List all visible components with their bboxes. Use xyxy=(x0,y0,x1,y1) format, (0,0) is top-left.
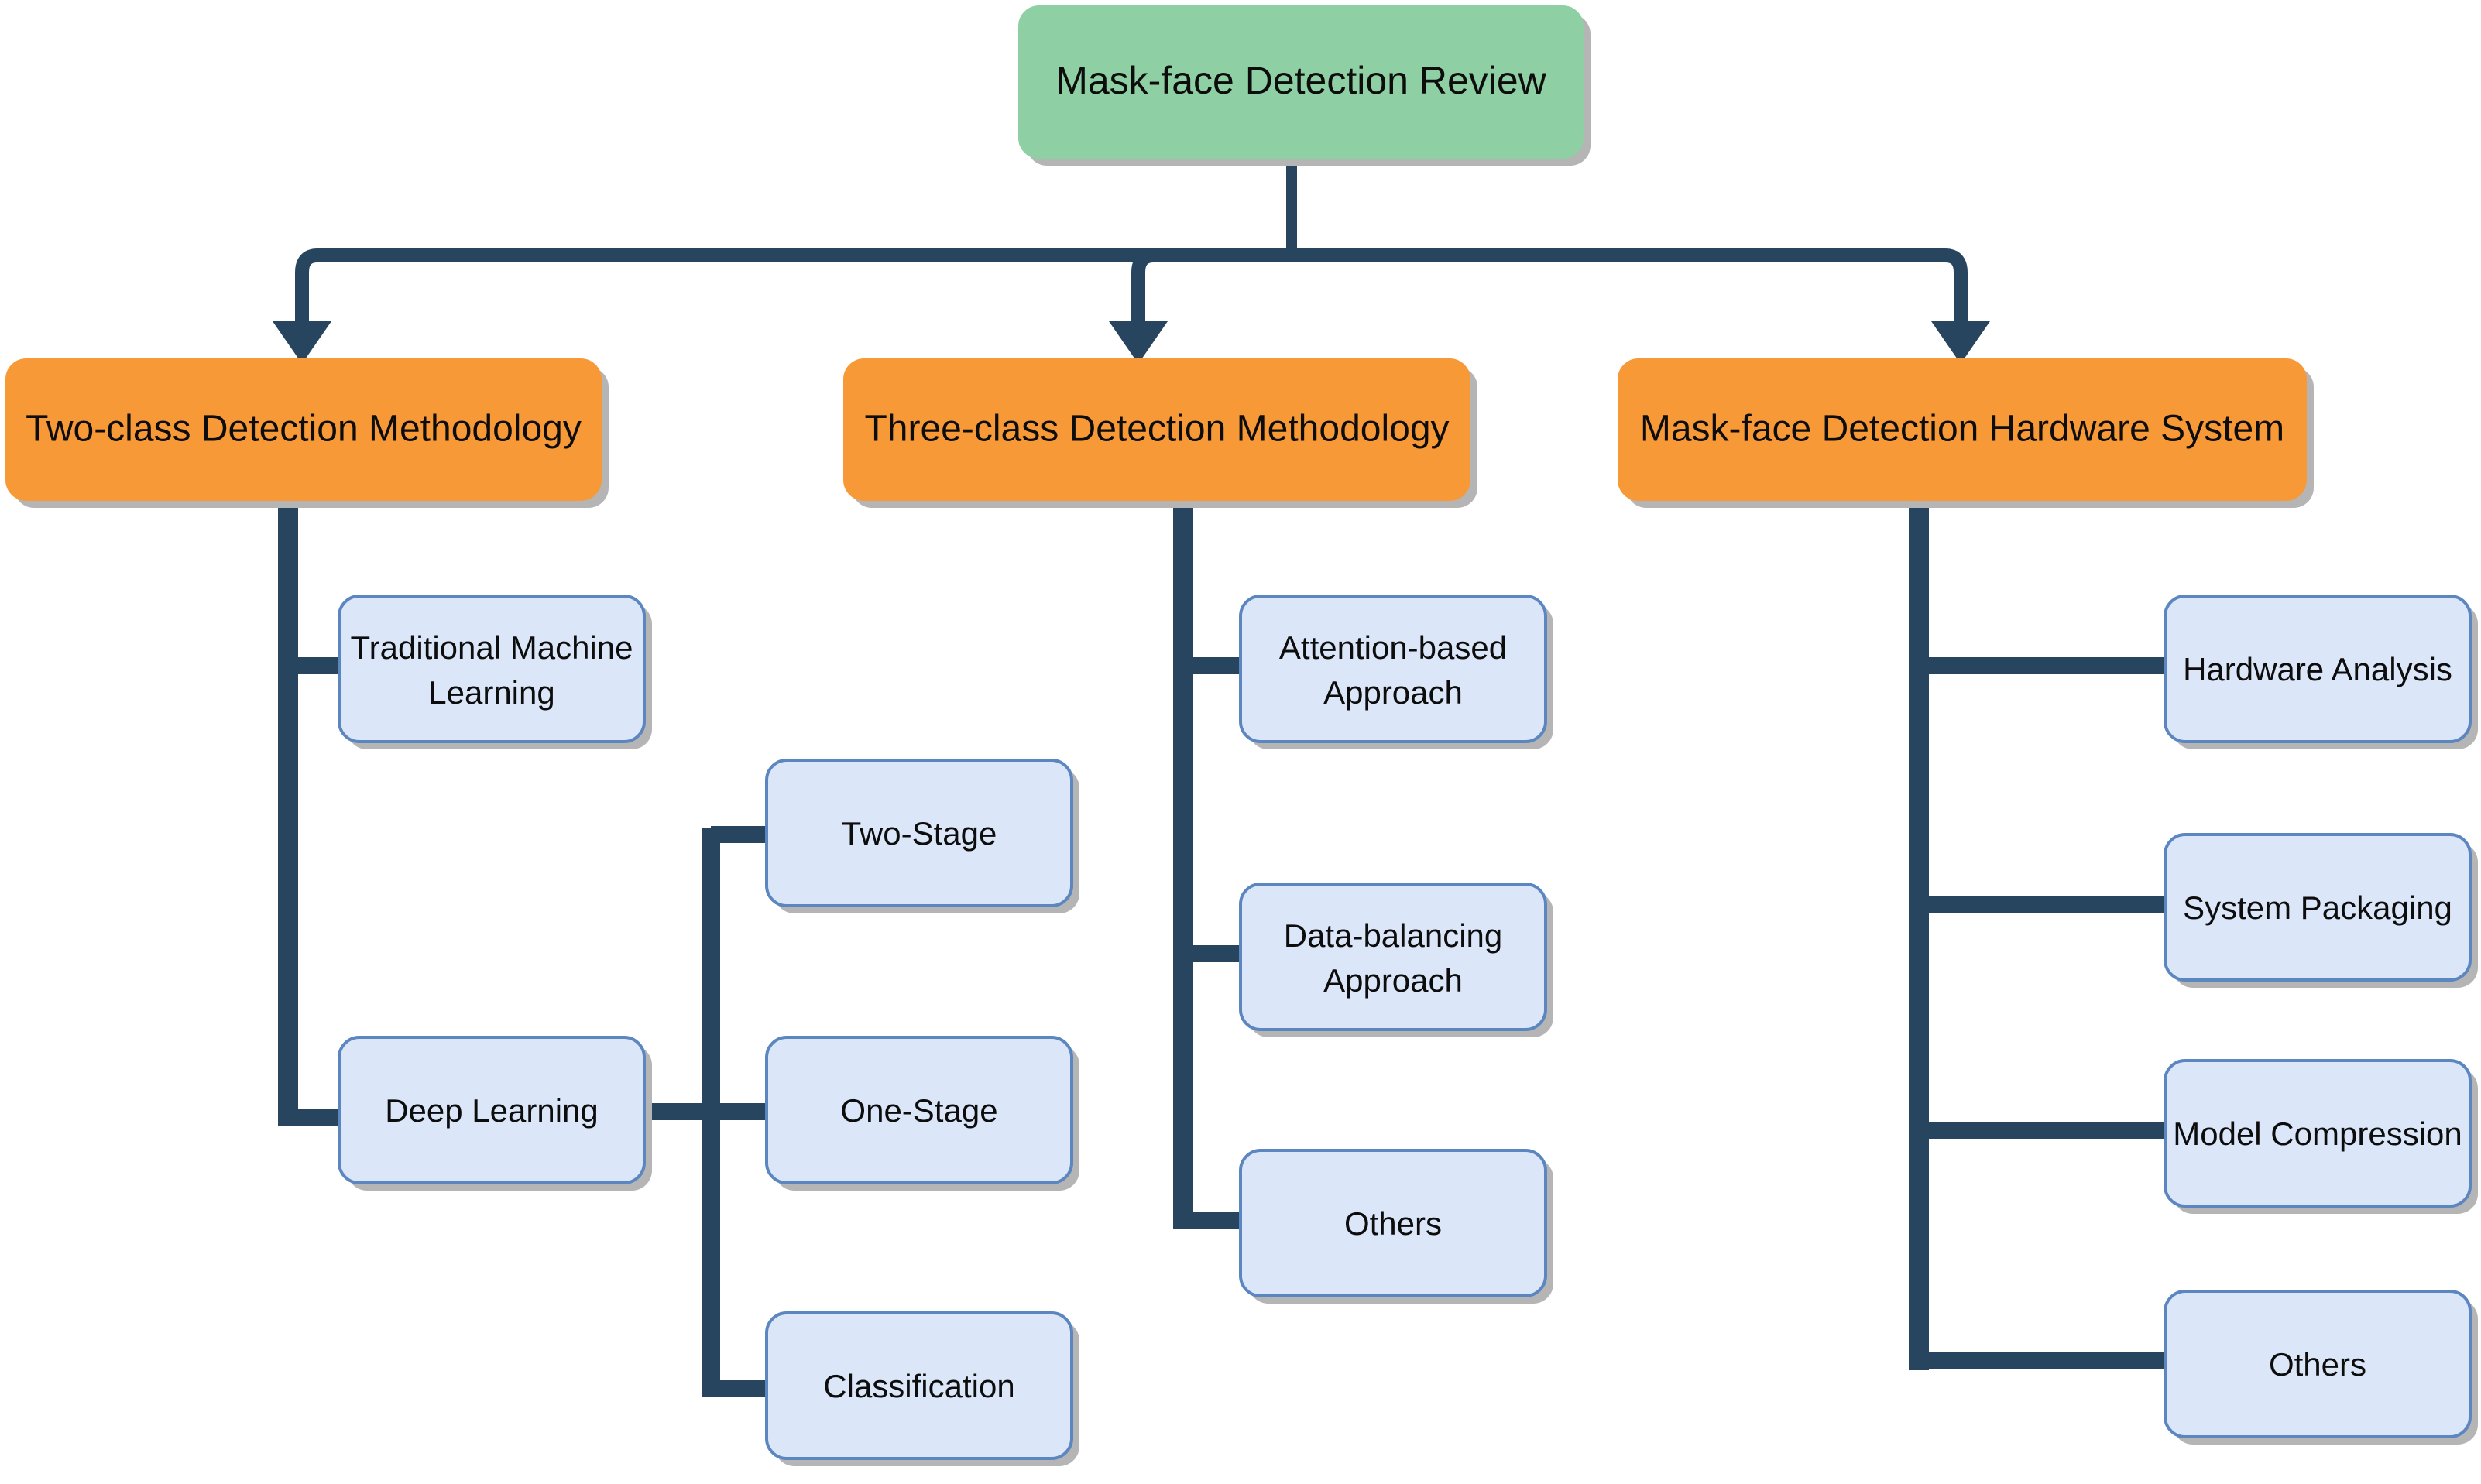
two-class-label: Two-class Detection Methodology xyxy=(26,409,582,450)
three-others-label: Others xyxy=(1344,1205,1442,1242)
data-balancing-label-line2: Approach xyxy=(1323,962,1463,999)
node-root[interactable]: Mask-face Detection Review xyxy=(1018,5,1591,166)
traditional-ml-box xyxy=(338,595,646,743)
hardware-analysis-label: Hardware Analysis xyxy=(2183,651,2452,687)
node-one-stage[interactable]: One-Stage xyxy=(765,1036,1079,1191)
node-hardware-system[interactable]: Mask-face Detection Hardware System xyxy=(1618,358,2314,508)
edge-root-to-hardware xyxy=(1292,248,1968,333)
data-balancing-label-line1: Data-balancing xyxy=(1284,917,1503,954)
connector-layer xyxy=(278,159,2170,1397)
classification-box xyxy=(765,1311,1073,1460)
classification-label: Classification xyxy=(823,1368,1014,1404)
arrowhead-layer xyxy=(273,321,1990,364)
hardware-box xyxy=(1618,358,2307,501)
attention-box xyxy=(1239,595,1547,743)
node-two-stage[interactable]: Two-Stage xyxy=(765,759,1079,913)
attention-label-line2: Approach xyxy=(1323,674,1463,711)
node-three-class[interactable]: Three-class Detection Methodology xyxy=(843,358,1477,508)
one-stage-label: One-Stage xyxy=(840,1092,997,1129)
node-model-compression[interactable]: Model Compression xyxy=(2164,1059,2478,1214)
three-class-box xyxy=(843,358,1470,501)
root-box xyxy=(1018,5,1584,159)
node-system-packaging[interactable]: System Packaging xyxy=(2164,833,2478,988)
root-label: Mask-face Detection Review xyxy=(1055,59,1546,102)
three-class-label: Three-class Detection Methodology xyxy=(864,409,1449,450)
node-hardware-others[interactable]: Others xyxy=(2164,1290,2478,1445)
hardware-analysis-box xyxy=(2164,595,2472,743)
arrowhead-three-class xyxy=(1109,321,1168,364)
node-three-class-others[interactable]: Others xyxy=(1239,1149,1553,1304)
arrowhead-two-class xyxy=(273,321,331,364)
edge-root-to-two-class xyxy=(295,248,1292,333)
data-balancing-box xyxy=(1239,883,1547,1031)
model-compression-label: Model Compression xyxy=(2173,1116,2462,1152)
two-stage-box xyxy=(765,759,1073,907)
one-stage-box xyxy=(765,1036,1073,1184)
node-classification[interactable]: Classification xyxy=(765,1311,1079,1466)
deep-learning-box xyxy=(338,1036,646,1184)
node-traditional-ml[interactable]: Traditional Machine Learning xyxy=(338,595,652,749)
two-stage-label: Two-Stage xyxy=(842,815,997,852)
hardware-others-label: Others xyxy=(2269,1346,2366,1383)
three-others-box xyxy=(1239,1149,1547,1297)
node-hardware-analysis[interactable]: Hardware Analysis xyxy=(2164,595,2478,749)
two-class-box xyxy=(5,358,602,501)
node-attention-based[interactable]: Attention-based Approach xyxy=(1239,595,1553,749)
deep-learning-label: Deep Learning xyxy=(385,1092,599,1129)
attention-label-line1: Attention-based xyxy=(1279,629,1507,666)
arrowhead-hardware xyxy=(1931,321,1990,364)
system-packaging-label: System Packaging xyxy=(2183,889,2452,926)
node-two-class[interactable]: Two-class Detection Methodology xyxy=(5,358,609,508)
traditional-ml-label-line1: Traditional Machine xyxy=(351,629,633,666)
hardware-others-box xyxy=(2164,1290,2472,1438)
edge-root-to-three-class xyxy=(1131,248,1292,333)
hardware-label: Mask-face Detection Hardware System xyxy=(1640,409,2284,450)
node-deep-learning[interactable]: Deep Learning xyxy=(338,1036,652,1191)
model-compression-box xyxy=(2164,1059,2472,1208)
system-packaging-box xyxy=(2164,833,2472,982)
traditional-ml-label-line2: Learning xyxy=(428,674,554,711)
node-data-balancing[interactable]: Data-balancing Approach xyxy=(1239,883,1553,1037)
